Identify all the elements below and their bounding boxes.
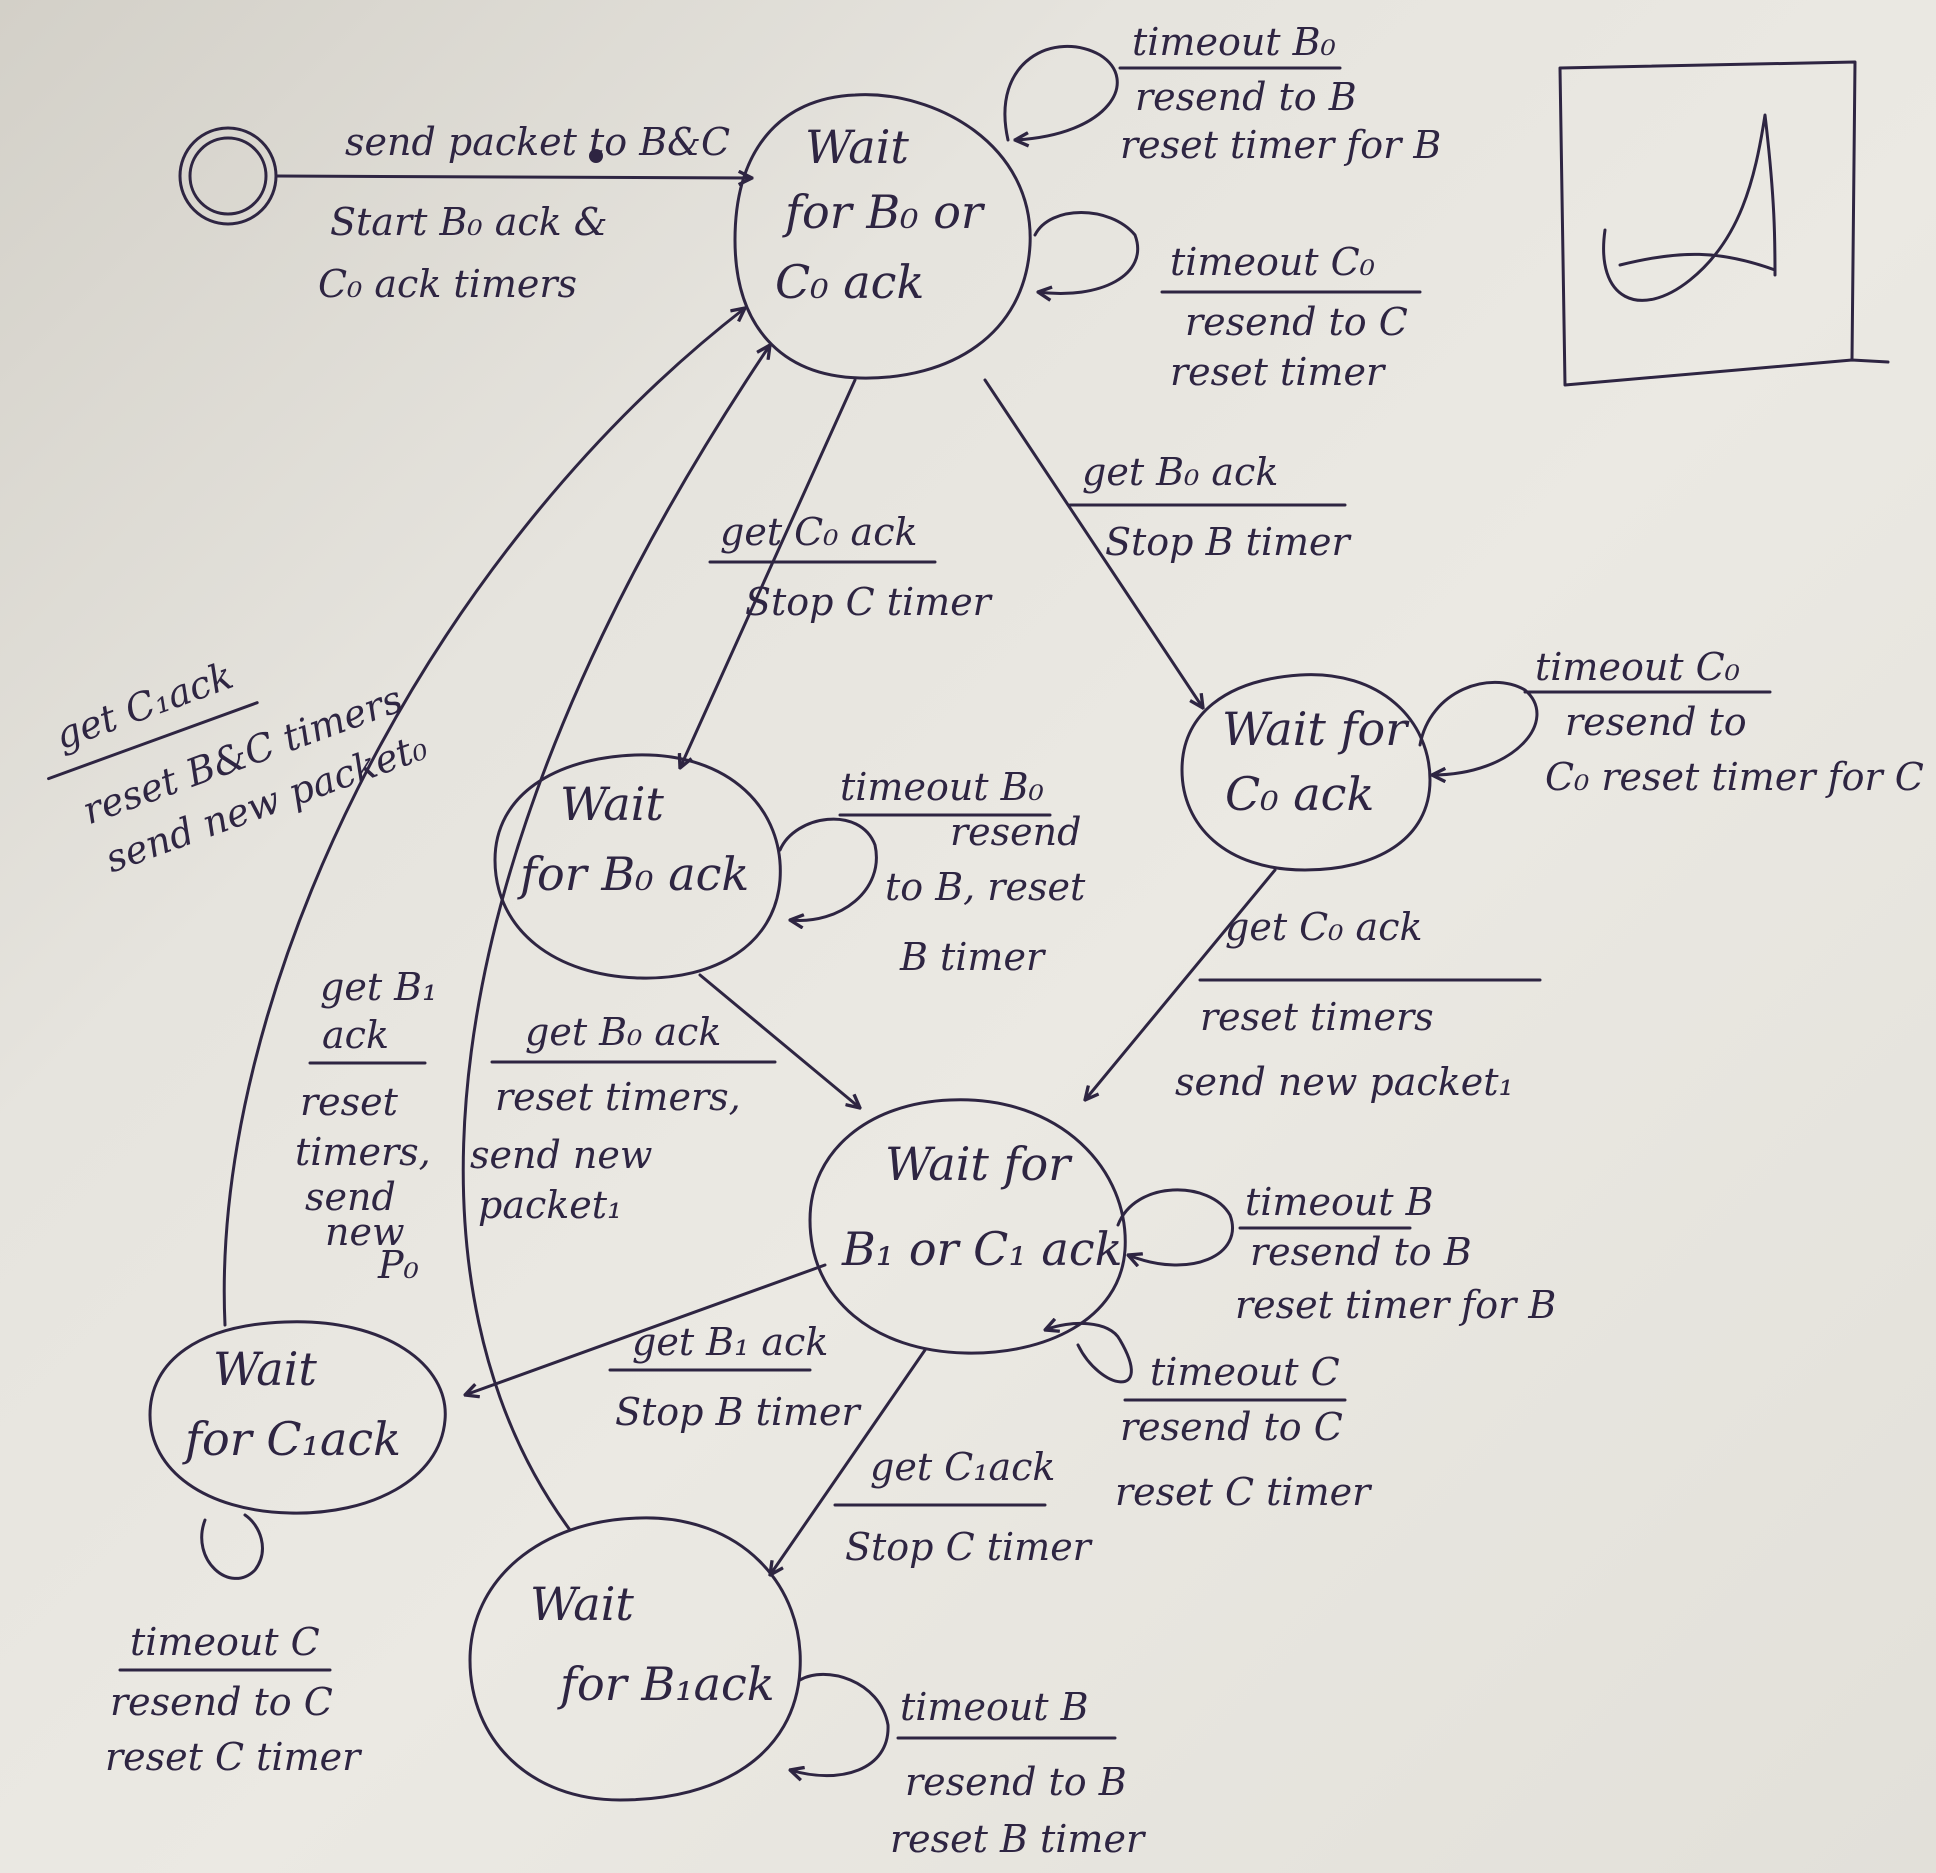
transition-action: resend to B [905,1760,1127,1804]
transition-init: send packet to B&C Start B₀ ack & C₀ ack… [274,120,754,306]
transition-action: resend to B [1250,1230,1472,1274]
transition-event: timeout B₀ [1132,20,1336,64]
transition-event: timeout C₀ [1170,240,1375,284]
state-wait-c0: Wait for C₀ ack [1180,673,1432,872]
transition-event: timeout C [1150,1350,1340,1394]
state-label: Wait [213,1342,317,1396]
transition-action: reset C timer [105,1735,363,1779]
state-wait-c1: Wait for C₁ack [148,1320,447,1515]
transition-self-timeout-b-wait-b1: timeout B resend to B reset B timer [790,1672,1147,1861]
transition-self-timeout-c0-wait-c0: timeout C₀ resend to C₀ reset timer for … [1418,645,1924,799]
transition-action: reset timer [1170,350,1387,394]
transition-action: B timer [899,935,1047,979]
transition-self-timeout-b-b1c1: timeout B resend to B reset timer for B [1116,1180,1556,1327]
transition-action: to B, reset [885,865,1086,909]
state-label: Wait [805,120,909,174]
transition-action: reset B timer [890,1817,1147,1861]
signature-logo [1558,60,1890,387]
state-label: C₀ ack [1225,767,1374,821]
state-wait-b1-or-c1: Wait for B₁ or C₁ ack [808,1098,1127,1355]
state-label: Wait [560,777,664,831]
transition-action: packet₁ [478,1183,622,1227]
state-label: for B₀ ack [517,847,749,901]
transition-event: get B₀ ack [1082,450,1278,494]
transition-action: Start B₀ ack & [330,200,608,244]
state-wait-b0-or-c0: Wait for B₀ or C₀ ack [733,93,1032,380]
transition-action: resend to C [110,1680,333,1724]
transition-get-b0-ack-to-b1c1: get B₀ ack reset timers, send new packet… [470,973,860,1227]
transition-get-b1-ack-to-c1: get B₁ ack Stop B timer [465,1263,863,1434]
transition-action: resend [950,810,1081,854]
transition-self-timeout-c-b1c1: timeout C resend to C reset C timer [1045,1323,1373,1514]
transition-action: Stop B timer [615,1390,863,1434]
transition-action: send new [470,1133,652,1177]
transition-get-b1-ack-to-top: get B₁ ack reset timers, send new P₀ [295,345,770,1532]
transition-event: get B₁ ack [632,1320,828,1364]
transition-action: Stop B timer [1105,520,1353,564]
transition-event: get C₀ ack [1225,905,1423,949]
state-label: C₀ ack [775,255,924,309]
state-label: Wait for [885,1137,1073,1191]
transition-event: timeout B [900,1685,1089,1729]
state-label: Wait for [1222,702,1410,756]
transition-action: reset timers, [495,1075,741,1119]
transition-event: get B₁ [320,965,437,1009]
transition-event: timeout B₀ [840,765,1044,809]
state-wait-b1: Wait for B₁ack [468,1516,802,1802]
transition-action: Stop C timer [845,1525,1094,1569]
transition-event: get C₀ ack [720,510,918,554]
transition-action: P₀ [377,1243,419,1287]
transition-event: get C₁ack [870,1445,1055,1489]
transition-action: reset timer for B [1120,123,1441,167]
state-label: for C₁ack [182,1412,401,1466]
transition-event: ack [322,1013,389,1057]
transition-action: reset timers [1200,995,1434,1039]
state-label: B₁ or C₁ ack [841,1222,1123,1276]
transition-get-c1-ack-to-b1: get C₁ack Stop C timer [770,1348,1094,1575]
state-label: for B₀ or [782,185,986,239]
transition-self-timeout-c0: timeout C₀ resend to C reset timer [1033,211,1422,394]
transition-action: timers, [295,1130,431,1174]
transition-event: send packet to B&C [345,120,730,164]
transition-action: reset [300,1080,399,1124]
transition-action: C₀ reset timer for C [1545,755,1924,799]
transition-self-timeout-c-wait-c1: timeout C resend to C reset C timer [105,1513,363,1779]
state-label: Wait [530,1577,634,1631]
transition-action: resend to C [1185,300,1408,344]
transition-event: timeout C [130,1620,320,1664]
transition-action: reset C timer [1115,1470,1373,1514]
transition-action: resend to B [1135,75,1357,119]
transition-event: timeout B [1245,1180,1434,1224]
transition-get-c0-ack: get C₀ ack Stop C timer [680,378,994,768]
transition-action: resend to C [1120,1405,1343,1449]
transition-action: C₀ ack timers [318,262,577,306]
transition-action: reset timer for B [1235,1283,1556,1327]
transition-event: timeout C₀ [1535,645,1740,689]
transition-self-timeout-b0-wait-b0: timeout B₀ resend to B, reset B timer [778,765,1086,979]
transition-action: new [325,1210,405,1254]
transition-action: send [305,1175,396,1219]
transition-get-b0-ack: get B₀ ack Stop B timer [983,378,1353,708]
transition-self-timeout-b0: timeout B₀ resend to B reset timer for B [1003,20,1441,167]
transition-action: resend to [1565,700,1747,744]
transition-get-c0-ack-to-b1c1: get C₀ ack reset timers send new packet₁ [1085,868,1542,1104]
transition-event: get B₀ ack [525,1010,721,1054]
transition-action: Stop C timer [745,580,994,624]
initial-state [178,126,278,226]
state-wait-b0: Wait for B₀ ack [493,753,782,980]
transition-action: send new packet₁ [1175,1060,1514,1104]
state-label: for B₁ack [557,1657,775,1711]
